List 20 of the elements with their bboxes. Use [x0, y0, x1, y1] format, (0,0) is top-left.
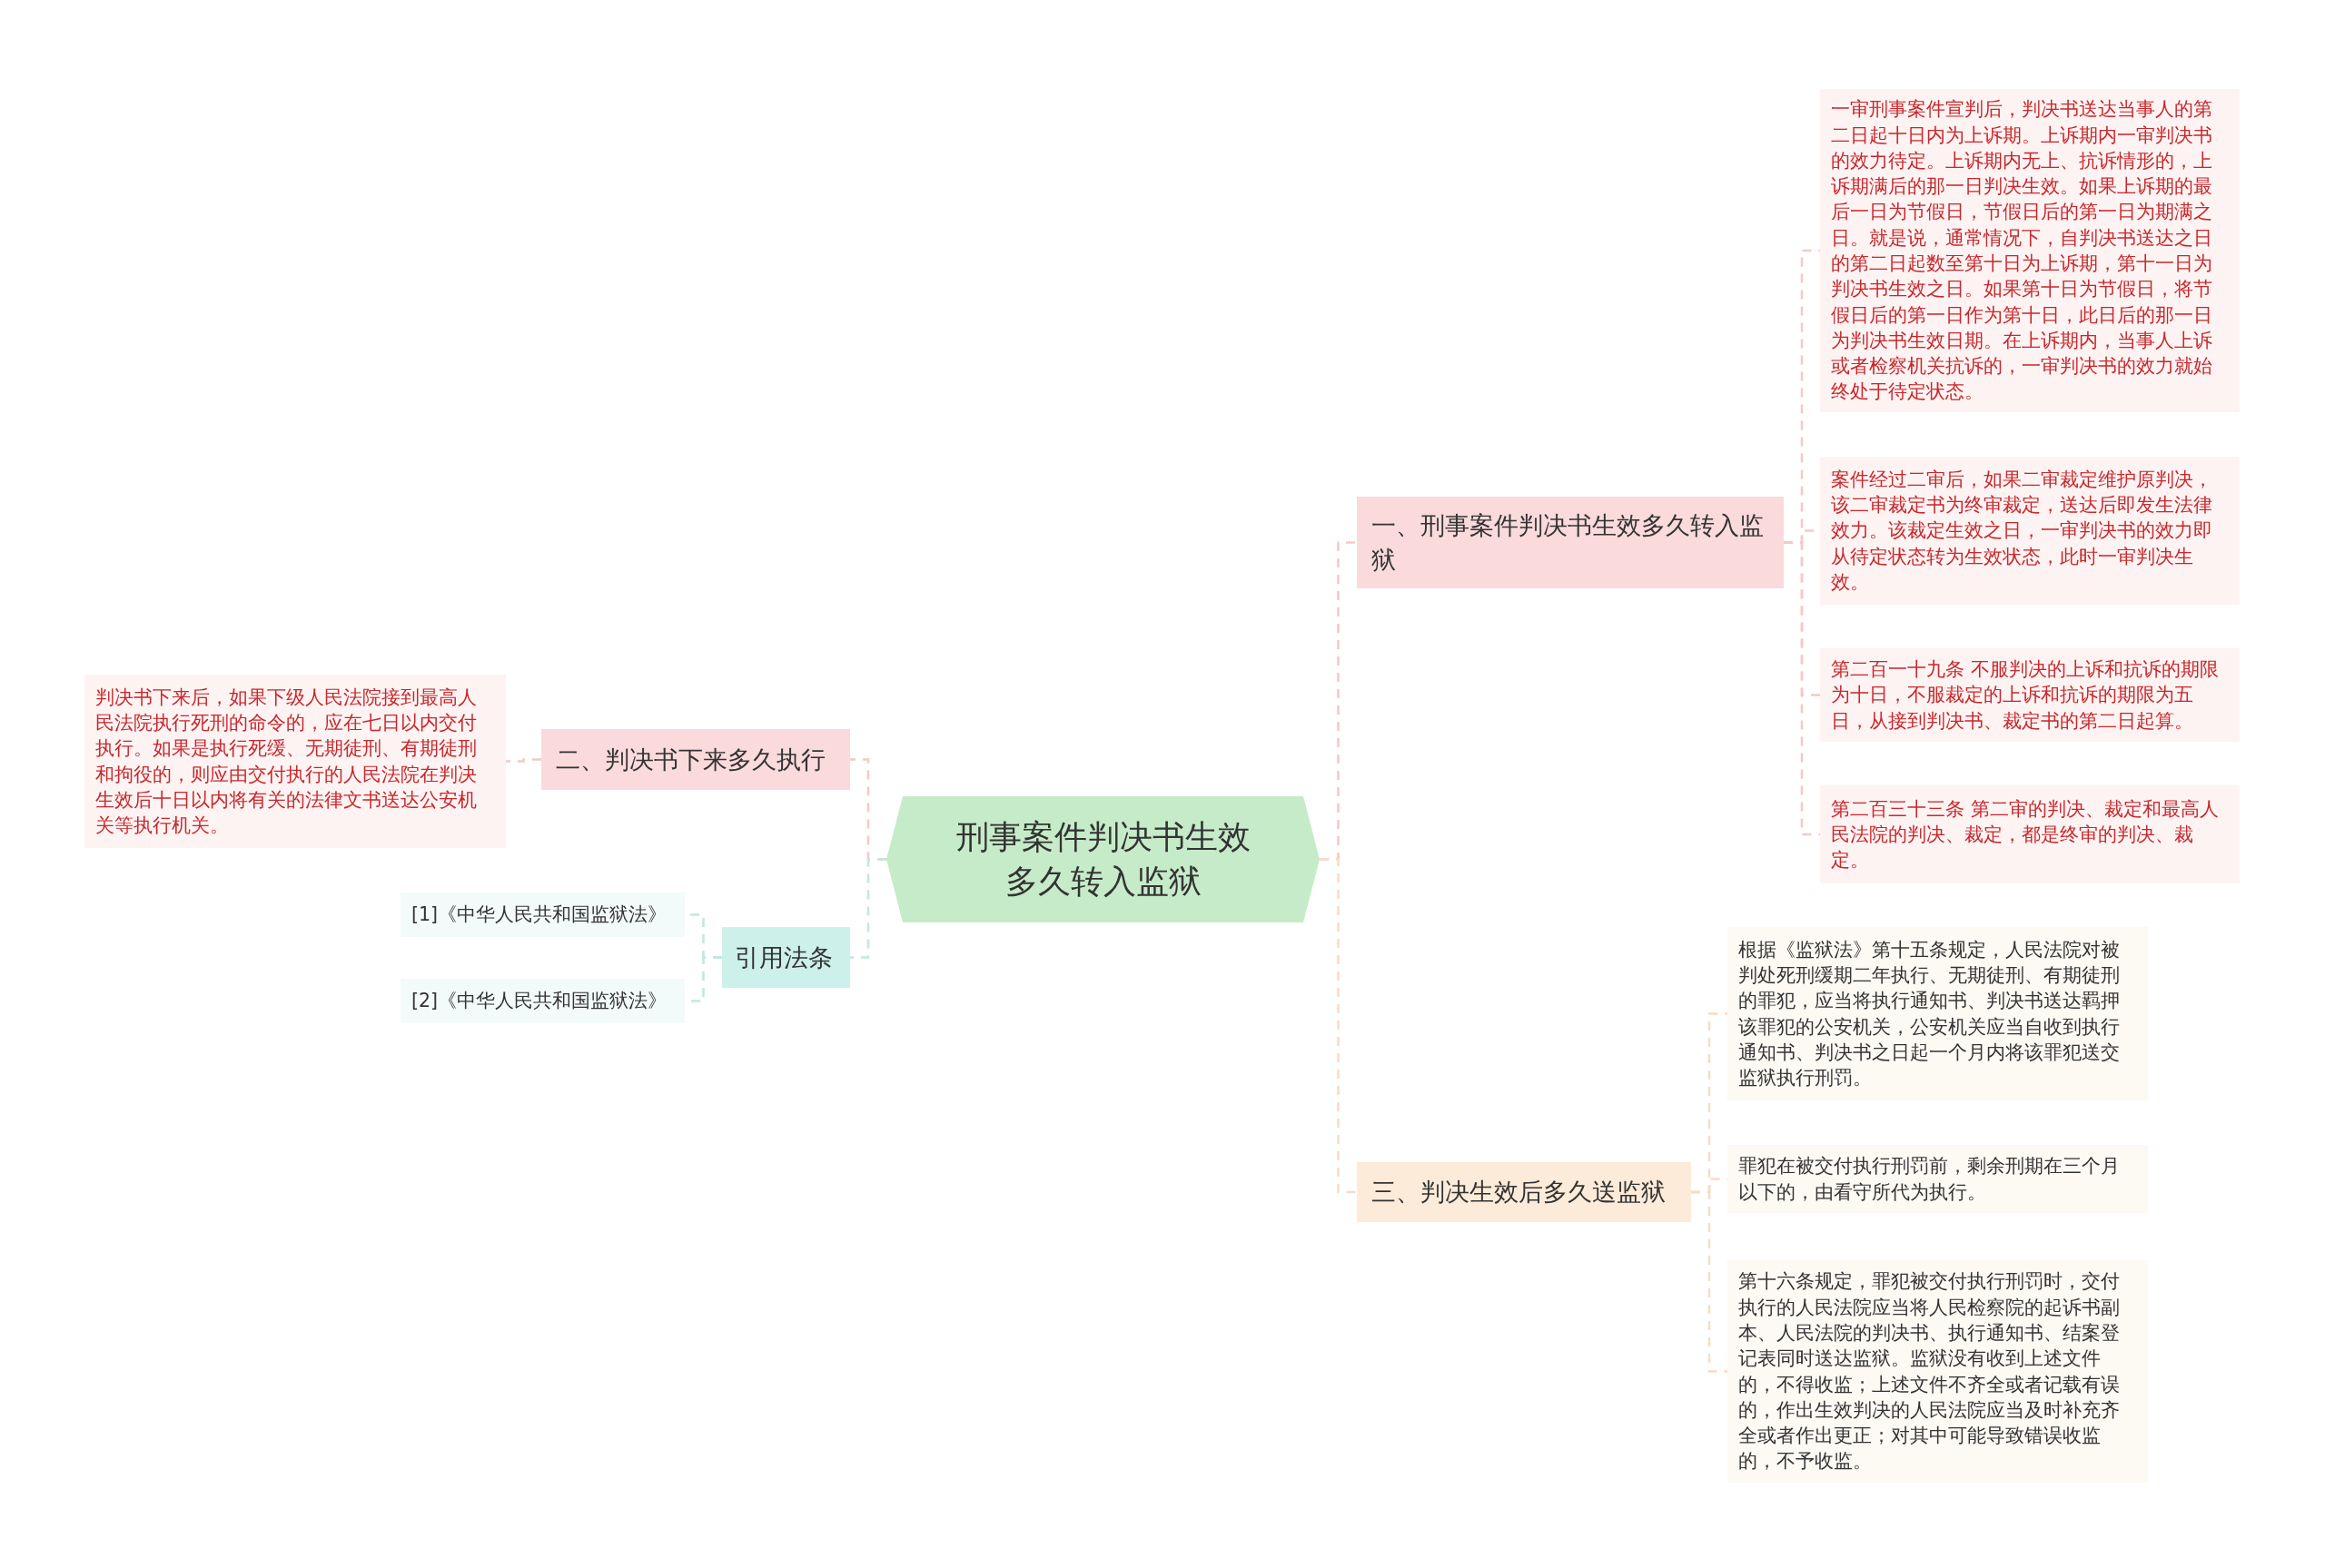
citation-box: [2]《中华人民共和国监狱法》 [401, 979, 685, 1023]
text-card: 第十六条规定，罪犯被交付执行刑罚时，交付执行的人民法院应当将人民检察院的起诉书副本、人民法院的判决书、执行通知书、结案登记表同时送达监狱。监狱没有收到上述文件的，不得收监；上述文件不齐全或者记载有误的，作出生效判决的人民法院应当及时补充齐全或者作出更正；对其中可能导致错误收监的，不予收监。 [1727, 1260, 2148, 1483]
connector-line [1691, 1190, 1727, 1373]
connector-line [1784, 541, 1820, 836]
connector-line [850, 858, 886, 959]
topic-hexagon: 刑事案件判决书生效多久转入监狱 [886, 796, 1320, 922]
branch-box: 一、刑事案件判决书生效多久转入监狱 [1357, 497, 1784, 588]
text-card: 第二百三十三条 第二审的判决、裁定和最高人民法院的判决、裁定，都是终审的判决、裁定。 [1820, 785, 2240, 883]
branch-box: 三、判决生效后多久送监狱 [1357, 1162, 1691, 1222]
connector-line [506, 758, 541, 763]
text-card: 一审刑事案件宣判后，判决书送达当事人的第二日起十日内为上诉期。上诉期内一审判决书的效力待定。上诉期内无上、抗诉情形的，上诉期满后的那一日判决生效。如果上诉期的最后一日为节假日，节假日后的第一日为期满之日。就是说，通常情况下，自判决书送达之日的第二日起数至第十日为上诉期，第十一日为判决书生效之日。如果第十日为节假日，将节假日后的第一日作为第十日，此日后的那一日为判决书生效日期。在上诉期内，当事人上诉或者检察机关抗诉的，一审判决书的效力就始终处于待定状态。 [1820, 89, 2240, 412]
text-card: 案件经过二审后，如果二审裁定维护原判决，该二审裁定书为终审裁定，送达后即发生法律效力。该裁定生效之日，一审判决书的效力即从待定状态转为生效状态，此时一审判决生效。 [1820, 457, 2240, 605]
text-card: 根据《监狱法》第十五条规定，人民法院对被判处死刑缓期二年执行、无期徒刑、有期徒刑的罪犯，应当将执行通知书、判决书送达羁押该罪犯的公安机关，公安机关应当自收到执行通知书、判决书之日起一个月内将该罪犯送交监狱执行刑罚。 [1727, 927, 2148, 1100]
branch-box: 二、判决书下来多久执行 [541, 729, 850, 790]
text-card: 罪犯在被交付执行刑罚前，剩余刑期在三个月以下的，由看守所代为执行。 [1727, 1145, 2148, 1213]
citation-box: [1]《中华人民共和国监狱法》 [401, 892, 685, 937]
branch-box: 引用法条 [722, 927, 850, 988]
text-card: 第二百一十九条 不服判决的上诉和抗诉的期限为十日，不服裁定的上诉和抗诉的期限为五日，从接到判决书、裁定书的第二日起算。 [1820, 648, 2240, 742]
connector-line [1320, 858, 1357, 1194]
text-card: 判决书下来后，如果下级人民法院接到最高人民法院执行死刑的命令的，应在七日以内交付执行。如果是执行死缓、无期徒刑、有期徒刑和拘役的，则应由交付执行的人民法院在判决生效后十日以内将有关的法律文书送达公安机关等执行机关。 [84, 675, 506, 848]
